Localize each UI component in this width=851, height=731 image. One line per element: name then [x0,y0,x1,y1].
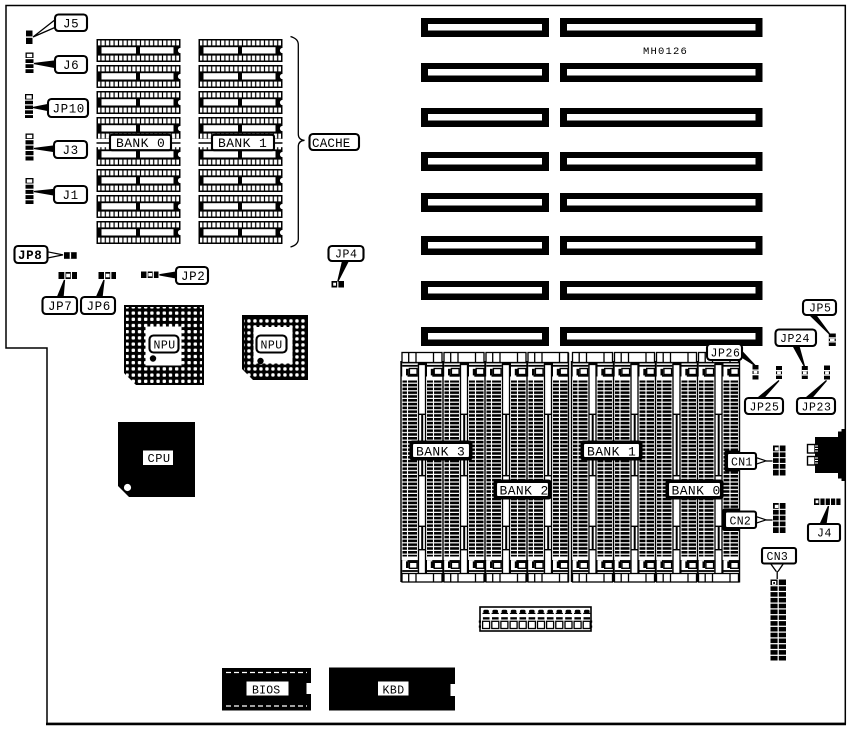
svg-text:J4: J4 [817,528,832,541]
svg-text:J1: J1 [63,189,79,203]
svg-text:JP2: JP2 [181,270,205,284]
svg-text:BANK 0: BANK 0 [672,483,721,498]
svg-text:BANK 3: BANK 3 [416,444,465,459]
svg-text:BANK 0: BANK 0 [116,136,165,151]
svg-text:KBD: KBD [383,685,405,698]
svg-text:NPU: NPU [154,340,176,353]
svg-text:JP6: JP6 [87,300,111,314]
svg-text:JP25: JP25 [750,402,780,415]
svg-text:JP4: JP4 [335,249,358,262]
svg-text:JP5: JP5 [809,303,832,316]
svg-text:CPU: CPU [148,452,171,466]
svg-text:J5: J5 [63,18,79,32]
svg-text:MH0126: MH0126 [643,46,688,58]
svg-text:BIOS: BIOS [252,685,280,698]
svg-text:JP26: JP26 [711,348,741,361]
svg-text:CACHE: CACHE [312,137,351,151]
svg-text:JP24: JP24 [780,333,810,346]
svg-text:BANK 1: BANK 1 [587,444,636,459]
svg-text:CN2: CN2 [730,516,752,529]
svg-text:JP10: JP10 [53,103,85,117]
svg-text:CN3: CN3 [767,551,789,564]
svg-text:NPU: NPU [261,340,283,353]
svg-text:BANK 1: BANK 1 [218,136,267,151]
svg-text:BANK 2: BANK 2 [500,483,549,498]
svg-text:J6: J6 [63,59,79,73]
svg-text:J3: J3 [63,144,79,158]
svg-text:JP7: JP7 [48,300,72,314]
svg-text:JP23: JP23 [802,402,832,415]
svg-text:CN1: CN1 [731,457,753,470]
svg-text:JP8: JP8 [18,249,42,263]
